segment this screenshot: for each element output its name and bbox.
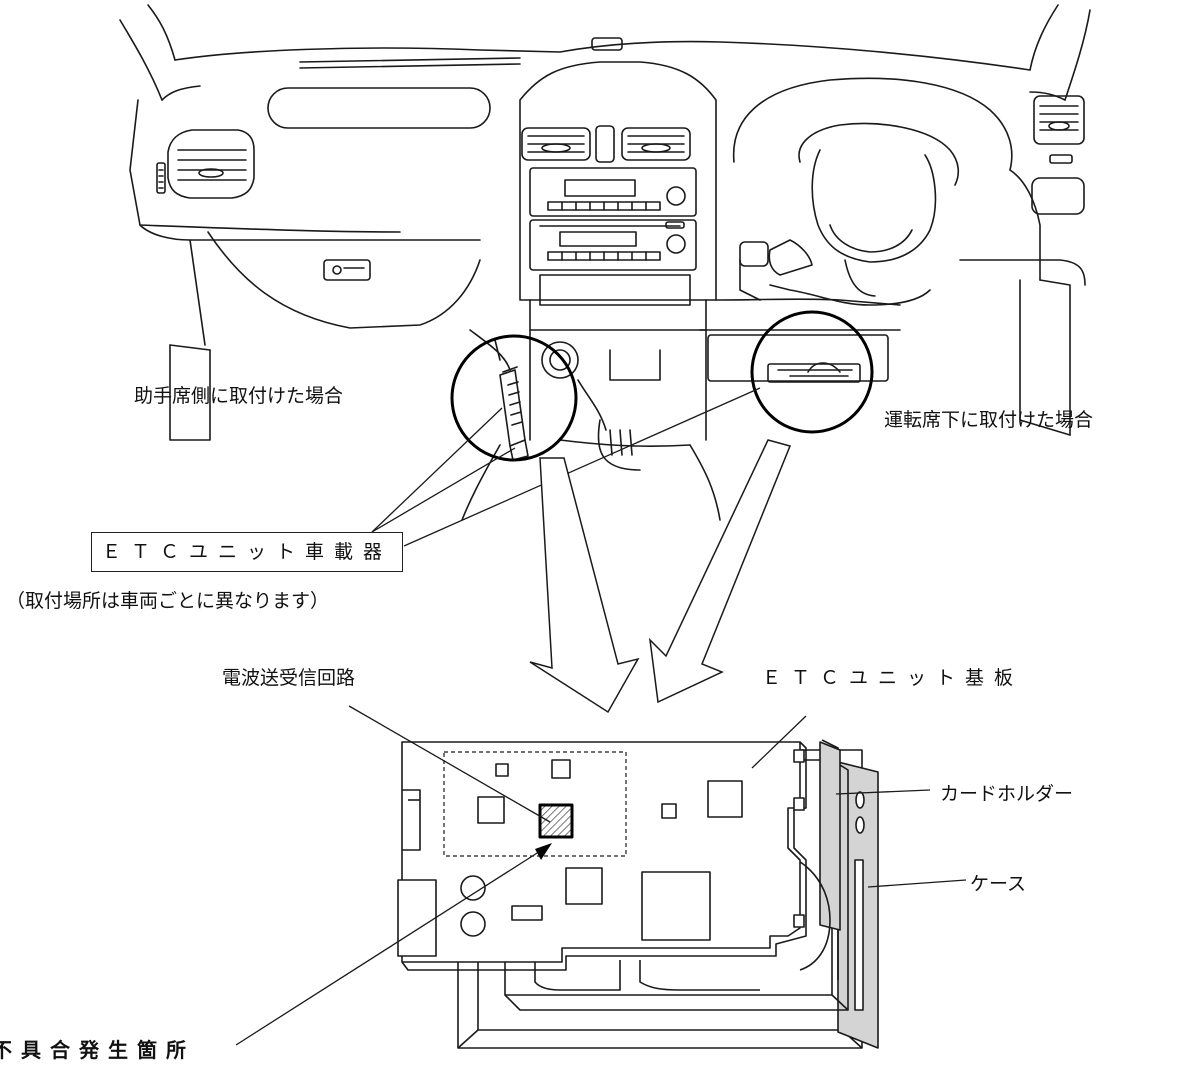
- defect-arrow-head: [535, 843, 552, 860]
- label-etc-unit-box: ＥＴＣユニット車載器: [91, 532, 403, 572]
- left-hollow-arrow: [529, 457, 640, 714]
- label-card-holder: カードホルダー: [940, 783, 1074, 805]
- etc-unit-leaders: [371, 387, 761, 547]
- etc-board-illustration: [397, 739, 879, 1049]
- right-hollow-arrow: [648, 439, 792, 704]
- radio-circuit-region: [443, 751, 627, 857]
- label-driver-side: 運転席下に取付けた場合: [884, 409, 1094, 431]
- label-case: ケース: [970, 873, 1027, 895]
- label-defect-location: 不具合発生箇所: [0, 1038, 195, 1062]
- driver-side-callout-circle: [750, 310, 874, 434]
- defect-chip: [538, 803, 574, 839]
- hollow-arrows: [529, 439, 792, 714]
- dashboard-illustration: [119, 4, 1091, 521]
- label-radio-circuit: 電波送受信回路: [222, 667, 356, 689]
- label-install-note: （取付場所は車両ごとに異なります）: [6, 590, 330, 612]
- label-passenger-side: 助手席側に取付けた場合: [134, 385, 344, 407]
- callout-circles: [450, 310, 874, 462]
- passenger-side-callout-circle: [450, 334, 578, 462]
- card-holder-shade: [819, 741, 841, 931]
- part-leaders: [235, 705, 967, 1046]
- label-etc-board: ＥＴＣユニット基板: [762, 667, 1024, 689]
